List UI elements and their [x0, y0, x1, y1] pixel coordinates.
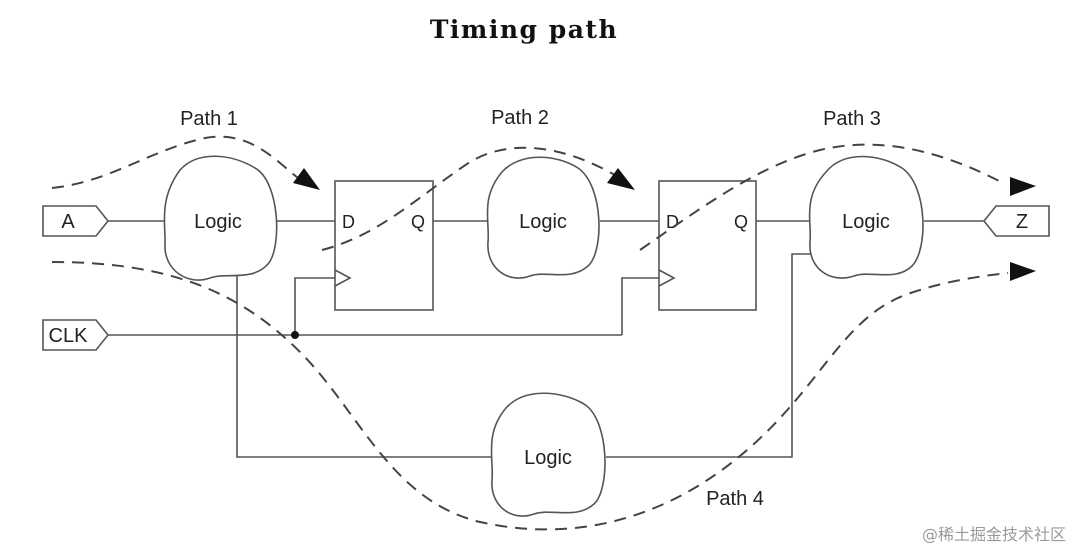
port-clk-label: CLK: [49, 325, 89, 347]
clk-junction-dot: [291, 331, 299, 339]
wires: [108, 220, 984, 458]
logic-cloud-2: Logic: [486, 156, 600, 279]
flipflop-1: D Q: [334, 180, 434, 311]
diagram-title: Timing path: [430, 15, 618, 44]
path-2-curve: [321, 146, 621, 251]
wire-logic1-to-logic4: [236, 276, 492, 458]
path-3-label: Path 3: [823, 108, 881, 130]
logic-cloud-1-label: Logic: [194, 211, 242, 233]
wire-logic4-to-logic3: [606, 253, 812, 458]
logic-cloud-4: Logic: [490, 392, 606, 517]
flipflop-2: D Q: [658, 180, 757, 311]
path-2-arrowhead: [607, 168, 635, 190]
flipflop-2-body: [658, 180, 757, 311]
logic-cloud-4-label: Logic: [524, 447, 572, 469]
port-clk: CLK: [42, 319, 110, 351]
port-a-label: A: [61, 211, 75, 233]
port-z: Z: [982, 205, 1050, 237]
timing-paths: [51, 135, 1036, 531]
watermark: @稀土掘金技术社区: [922, 525, 1066, 544]
port-a: A: [42, 205, 110, 237]
path-4-label: Path 4: [706, 488, 764, 510]
path-3-arrowhead: [1010, 177, 1036, 196]
logic-cloud-1: Logic: [163, 155, 278, 281]
flipflop-1-q-pin: Q: [411, 212, 425, 232]
wire-clk-to-ff1: [294, 277, 335, 335]
path-4-arrowhead: [1010, 262, 1036, 281]
flipflop-2-q-pin: Q: [734, 212, 748, 232]
flipflop-1-clock-marker: [334, 269, 352, 287]
path-1-arrowhead: [293, 168, 320, 190]
logic-cloud-2-label: Logic: [519, 211, 567, 233]
path-1-label: Path 1: [180, 108, 238, 130]
logic-cloud-3: Logic: [808, 155, 924, 279]
path-3-curve: [639, 143, 1006, 251]
flipflop-1-body: [334, 180, 434, 311]
flipflop-2-clock-marker: [658, 269, 676, 287]
logic-cloud-3-label: Logic: [842, 211, 890, 233]
path-1-curve: [51, 135, 299, 189]
wire-clk-to-ff2: [621, 277, 659, 335]
path-2-label: Path 2: [491, 107, 549, 129]
flipflop-2-d-pin: D: [666, 212, 679, 232]
port-z-label: Z: [1016, 211, 1028, 233]
flipflop-1-d-pin: D: [342, 212, 355, 232]
path-4-curve: [51, 261, 1009, 531]
